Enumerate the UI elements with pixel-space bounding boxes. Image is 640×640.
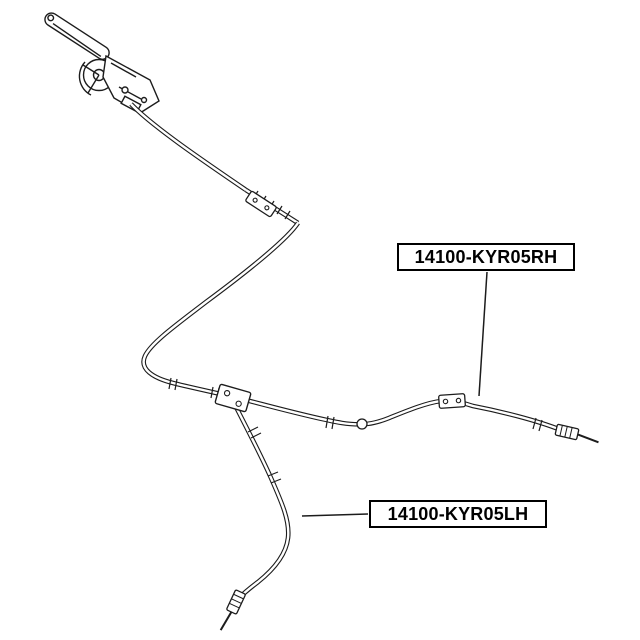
brake-lever-assembly — [44, 12, 160, 114]
front-cable — [129, 102, 300, 400]
rh-clamp-marks — [325, 415, 543, 432]
leader-lines — [301, 271, 488, 517]
rh-cable — [233, 393, 599, 444]
cable-grommet — [356, 418, 368, 430]
part-label-lh: 14100-KYR05LH — [369, 500, 547, 528]
lh-cable — [219, 397, 291, 631]
part-label-rh: 14100-KYR05RH — [397, 243, 575, 271]
lh-clamp-marks — [247, 426, 282, 484]
lh-leader-line — [301, 513, 369, 517]
rh-cable-connector — [438, 393, 466, 409]
release-button — [47, 14, 55, 22]
adjuster-plate — [245, 190, 277, 218]
equalizer-bracket — [214, 383, 252, 413]
lh-cable-end — [219, 589, 246, 631]
rh-leader-line — [478, 271, 488, 397]
rh-cable-end — [554, 423, 599, 444]
